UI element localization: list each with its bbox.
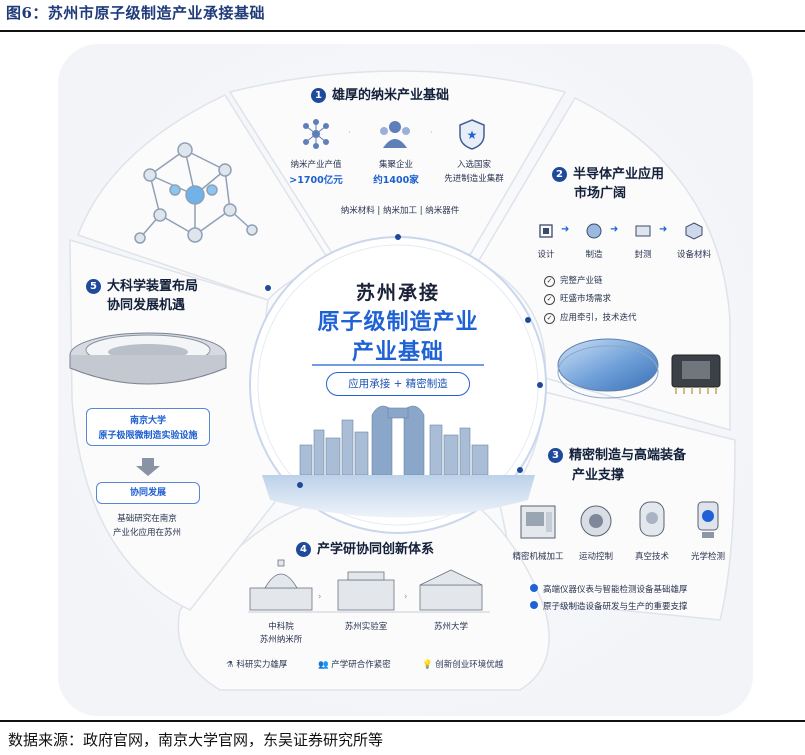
sec5-note-1: 基础研究在南京	[117, 514, 177, 524]
sec1-title-text: 雄厚的纳米产业基础	[332, 88, 450, 103]
chain-arrow-2: ➜	[610, 224, 619, 235]
equip-4: 光学检测	[690, 552, 725, 562]
sec5-number-badge: 5	[86, 279, 101, 294]
sec1-number-badge: 1	[311, 88, 326, 103]
sec3-title-line1: 精密制造与高端装备	[569, 448, 687, 463]
institute-2: 苏州实验室	[344, 622, 388, 632]
sec4-title-text: 产学研协同创新体系	[317, 542, 435, 557]
city-skyline	[299, 405, 489, 476]
sec3-bullet-2: 原子级制造设备研发与生产的重要支撑	[530, 600, 688, 612]
sec1-stat3-value: 先进制造业集群	[444, 174, 504, 184]
figure-title: 图6：苏州市原子级制造产业承接基础	[6, 4, 265, 22]
sec4-footer-1: ⚗ 科研实力雄厚	[226, 660, 288, 670]
petal-2	[476, 97, 731, 431]
sec2-title-line1: 半导体产业应用	[573, 167, 665, 182]
sec3-title-line2: 产业支撑	[572, 468, 625, 483]
down-arrow	[136, 458, 160, 476]
center-line3: 产业基础	[351, 340, 444, 365]
source-rule	[0, 720, 805, 722]
lightbulb-icon: 💡	[422, 660, 436, 670]
center-pill: 应用承接 + 精密制造	[326, 372, 470, 396]
nju-name: 南京大学	[129, 416, 166, 426]
institute-1-line1: 中科院	[268, 622, 294, 632]
sec4-footer-2: 👥 产学研合作紧密	[318, 660, 391, 670]
chain-step-3: 封测	[634, 250, 652, 260]
sec4-footer-3: 💡 创新创业环境优越	[422, 660, 504, 670]
sec5-title-line1: 大科学装置布局	[107, 279, 199, 294]
chain-arrow-3: ➜	[659, 224, 668, 235]
svg-text:★: ★	[467, 128, 478, 142]
sec5-note-2: 产业化应用在苏州	[112, 528, 181, 538]
cnc-machine-icon	[518, 500, 558, 546]
source-note: 数据来源：政府官网，南京大学官网，东吴证券研究所等	[8, 731, 384, 749]
sec3-bullet-1: 高端仪器仪表与智能检测设备基础雄厚	[530, 583, 688, 595]
sec2-number-badge: 2	[552, 167, 567, 182]
chain-step-1: 设计	[537, 250, 555, 260]
building-arrow-1: ›	[318, 592, 322, 602]
building-arrow-2: ›	[404, 592, 408, 602]
sec1-dot-2: ·	[430, 128, 433, 138]
bullet-icon	[530, 601, 538, 609]
check-icon: ✓	[544, 294, 555, 305]
sec1-footer: 纳米材料 | 纳米加工 | 纳米器件	[340, 206, 460, 216]
sec2-check-1: ✓完整产业链	[544, 274, 603, 287]
sec2-title: 2 半导体产业应用	[552, 163, 664, 182]
institute-1-line2: 苏州纳米所	[259, 635, 303, 645]
equip-1: 精密机械加工	[512, 552, 564, 562]
center-line2: 原子级制造产业	[317, 310, 479, 335]
motion-control-icon	[576, 502, 616, 544]
chain-arrow-1: ➜	[561, 224, 570, 235]
cube-icon	[684, 221, 704, 245]
sec1-stat1-value: >1700亿元	[289, 175, 343, 186]
institute-3: 苏州大学	[433, 622, 468, 632]
sec2-check-2: ✓旺盛市场需求	[544, 292, 611, 305]
buildings-illustration	[249, 559, 483, 611]
sec1-stat3-label: 入选国家	[456, 160, 491, 170]
nju-facility-box: 南京大学 原子极限微制造实验设施	[86, 408, 210, 446]
center-line1: 苏州承接	[355, 282, 440, 304]
nju-facility: 原子极限微制造实验设施	[98, 431, 198, 441]
design-chip-icon	[537, 222, 555, 244]
chain-step-4: 设备材料	[676, 250, 711, 260]
bullet-icon	[530, 584, 538, 592]
petal-segments	[69, 70, 736, 691]
sec4-number-badge: 4	[296, 542, 311, 557]
sec1-stat2-label: 集聚企业	[378, 160, 413, 170]
synergy-box: 协同发展	[96, 482, 200, 504]
molecule-icon	[300, 118, 332, 154]
connector-dots	[265, 234, 543, 488]
team-icon: 👥	[318, 660, 332, 670]
sec1-stat1-label: 纳米产业产值	[290, 160, 342, 170]
city-water	[262, 475, 535, 518]
equip-3: 真空技术	[634, 552, 669, 562]
sec1-dot-1: ·	[348, 128, 351, 138]
shield-star-icon: ★	[457, 118, 487, 154]
sec5-title-line2: 协同发展机遇	[107, 298, 186, 313]
sec1-stat2-value: 约1400家	[373, 175, 419, 186]
vacuum-chamber-icon	[634, 498, 670, 546]
people-icon	[378, 118, 412, 154]
flask-icon: ⚗	[226, 660, 237, 670]
check-icon: ✓	[544, 313, 555, 324]
chip-illustration	[671, 354, 721, 394]
sec2-check-3: ✓应用牵引，技术迭代	[544, 311, 637, 324]
wafer-small-icon	[585, 222, 603, 244]
sec2-title-line2: 市场广阔	[574, 186, 627, 201]
optical-inspection-icon	[690, 498, 726, 546]
wafer-illustration	[557, 338, 659, 399]
package-icon	[634, 222, 652, 244]
sec3-number-badge: 3	[548, 448, 563, 463]
sec4-title: 4 产学研协同创新体系	[296, 538, 434, 557]
equip-2: 运动控制	[578, 552, 613, 562]
stadium-illustration	[69, 332, 227, 385]
sec3-title: 3 精密制造与高端装备	[548, 444, 686, 463]
check-icon: ✓	[544, 276, 555, 287]
chain-step-2: 制造	[585, 250, 603, 260]
molecule-illustration	[134, 142, 258, 244]
sec5-title: 5 大科学装置布局	[86, 275, 198, 294]
title-rule	[0, 30, 805, 32]
sec1-title: 1 雄厚的纳米产业基础	[311, 84, 449, 103]
